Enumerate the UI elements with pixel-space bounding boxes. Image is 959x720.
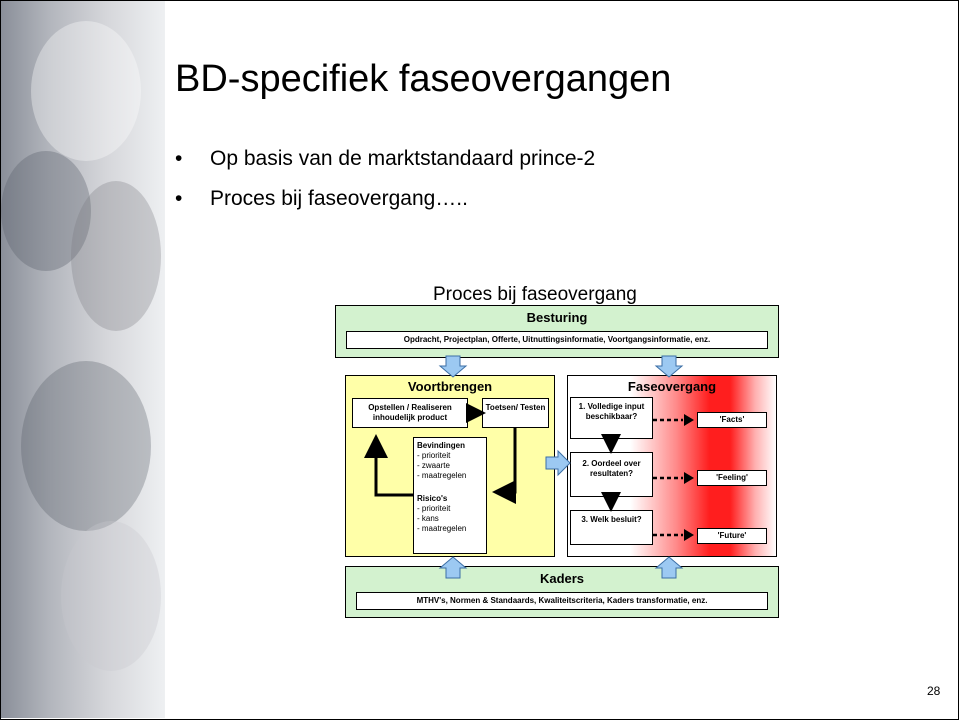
feeling-box: 'Feeling' [697, 470, 767, 486]
down-arrow-icon [438, 355, 468, 378]
flow-arrow [492, 428, 517, 504]
voortbrengen-heading: Voortbrengen [407, 379, 493, 394]
risicos-title: Risico's [417, 494, 448, 503]
faseovergang-heading: Faseovergang [627, 379, 717, 394]
besturing-content: Opdracht, Projectplan, Offerte, Uitnutti… [346, 331, 768, 349]
risicos-item: - kans [417, 514, 439, 523]
question-box-2: 2. Oordeel over resultaten? [570, 452, 653, 497]
bevindingen-title: Bevindingen [417, 441, 466, 450]
up-arrow-icon [438, 556, 468, 579]
bullet-item: Proces bij faseovergang….. [175, 187, 595, 227]
slide-number: 28 [927, 684, 941, 698]
down-arrow-icon [654, 355, 684, 378]
flow-arrow [364, 434, 413, 497]
bevindingen-box: Bevindingen - prioriteit - zwaarte - maa… [413, 437, 487, 554]
besturing-panel: Besturing Opdracht, Projectplan, Offerte… [335, 305, 779, 358]
bullet-item: Op basis van de marktstandaard prince-2 [175, 147, 595, 187]
background-photo [1, 1, 165, 718]
kaders-content: MTHV's, Normen & Standaards, Kwaliteitsc… [356, 592, 768, 610]
arrowhead-icon [684, 529, 694, 541]
kaders-heading: Kaders [539, 571, 585, 586]
risicos-item: - prioriteit [417, 504, 451, 513]
bevindingen-item: - zwaarte [417, 461, 450, 470]
future-box: 'Future' [697, 528, 767, 544]
facts-box: 'Facts' [697, 412, 767, 428]
kaders-panel: Kaders MTHV's, Normen & Standaards, Kwal… [345, 566, 779, 618]
risicos-item: - maatregelen [417, 524, 467, 533]
up-arrow-icon [654, 556, 684, 579]
arrowhead-icon [684, 414, 694, 426]
bevindingen-item: - maatregelen [417, 471, 467, 480]
bullet-list: Op basis van de marktstandaard prince-2 … [175, 147, 595, 227]
arrowhead-icon [684, 472, 694, 484]
bevindingen-item: - prioriteit [417, 451, 451, 460]
right-arrow-icon [545, 449, 571, 477]
question-box-1: 1. Volledige input beschikbaar? [570, 397, 653, 439]
besturing-heading: Besturing [526, 310, 588, 325]
diagram-title: Proces bij faseovergang [433, 284, 637, 305]
slide-title: BD-specifiek faseovergangen [175, 58, 672, 100]
toetsen-box: Toetsen/ Testen [482, 398, 549, 428]
